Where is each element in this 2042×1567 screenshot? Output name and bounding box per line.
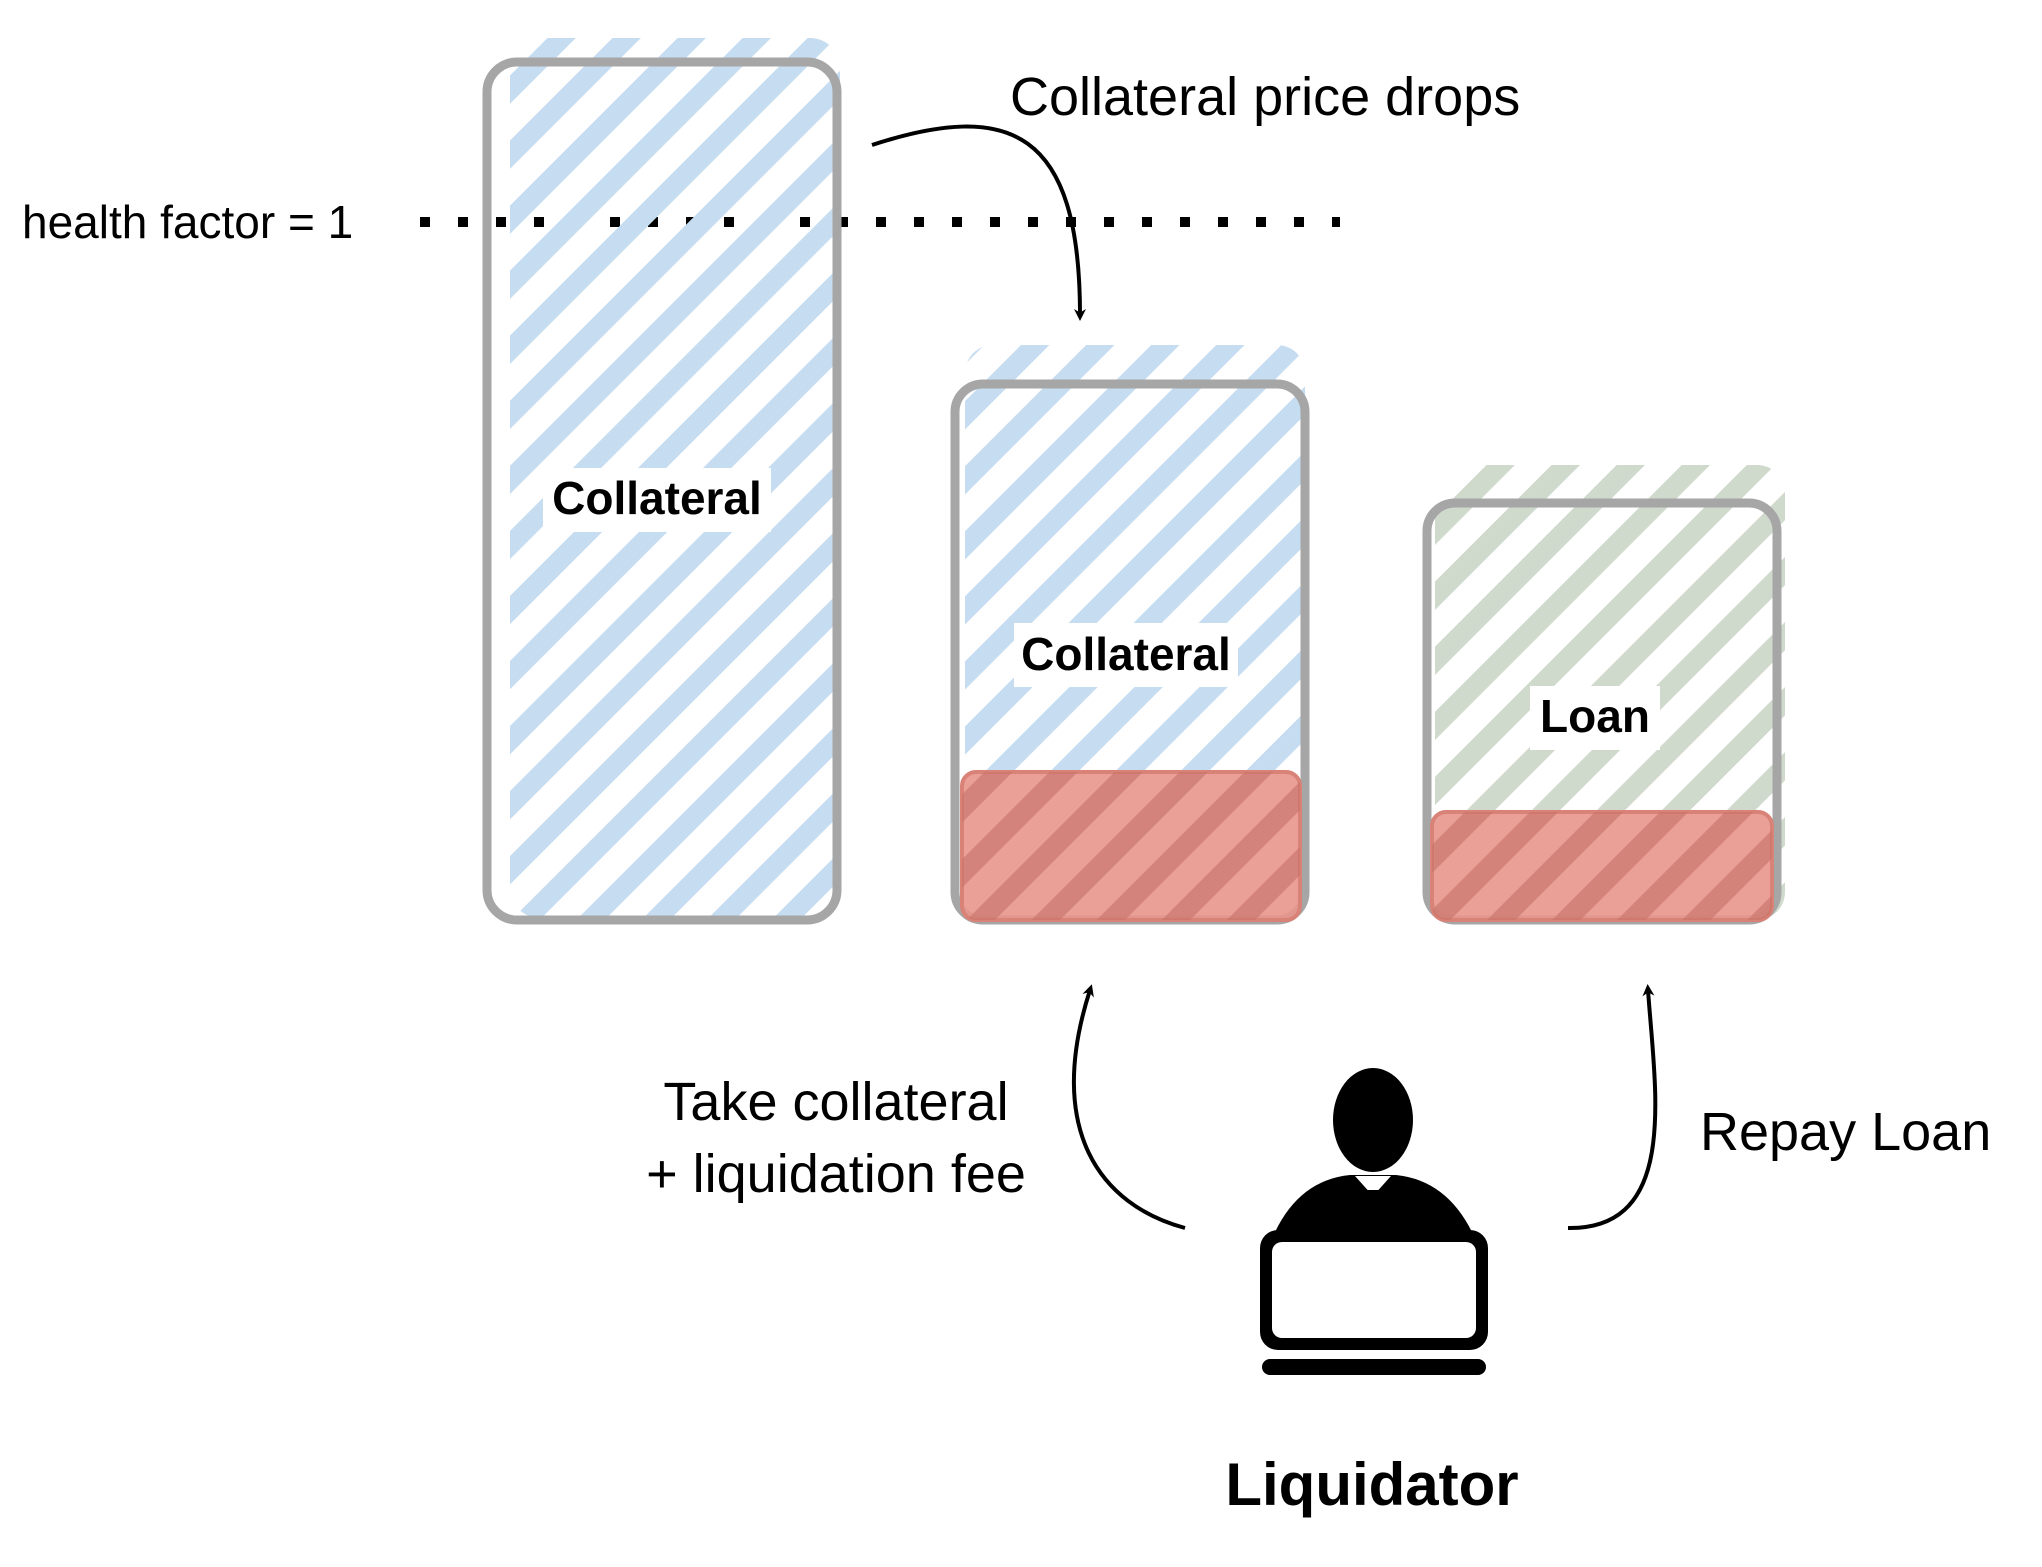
liquidator-label: Liquidator bbox=[1225, 1451, 1518, 1518]
health-factor-label: health factor = 1 bbox=[22, 196, 353, 248]
price-drop-label: Collateral price drops bbox=[1010, 67, 1520, 127]
loan-block: Loan bbox=[1422, 465, 1785, 925]
take-collateral-label-line2: + liquidation fee bbox=[646, 1144, 1026, 1204]
collateral-block-before: Collateral bbox=[482, 38, 842, 925]
collateral-after-label: Collateral bbox=[1021, 628, 1231, 680]
collateral-before-label: Collateral bbox=[552, 472, 762, 524]
collateral-block-after: Collateral bbox=[950, 345, 1310, 925]
price-drop-arrow bbox=[871, 124, 1086, 321]
take-collateral-label-line1: Take collateral bbox=[663, 1072, 1008, 1132]
repay-loan-label: Repay Loan bbox=[1700, 1102, 1991, 1162]
person-at-laptop-icon bbox=[1260, 1068, 1488, 1375]
loan-label: Loan bbox=[1540, 690, 1650, 742]
take-collateral-arrow bbox=[1071, 984, 1186, 1230]
repay-loan-arrow bbox=[1567, 984, 1658, 1231]
